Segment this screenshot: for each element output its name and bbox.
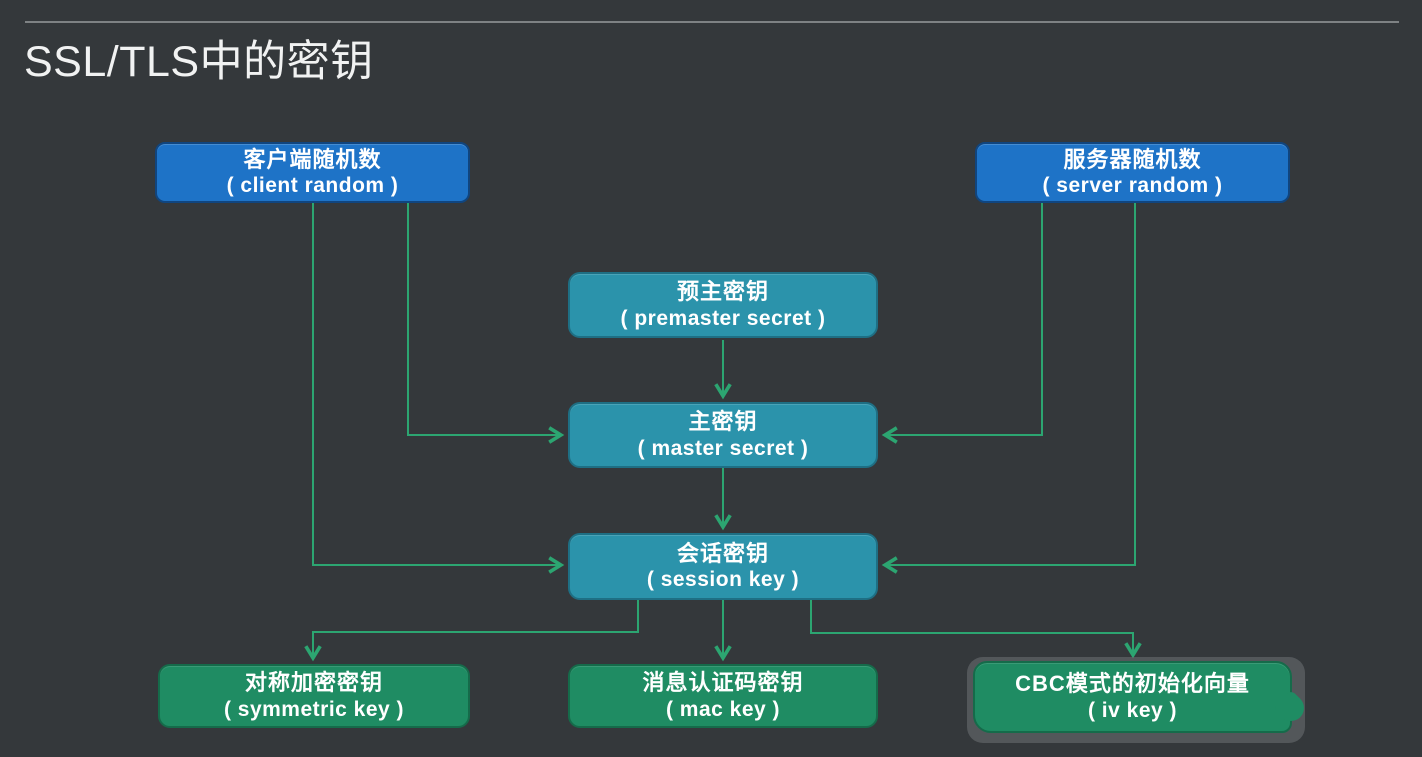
node-session-key-label-en: ( session key ) bbox=[646, 568, 800, 592]
node-premaster-secret: 预主密钥 ( premaster secret ) bbox=[568, 272, 878, 338]
node-master-secret-label-en: ( master secret ) bbox=[637, 436, 809, 460]
node-master-secret-label-zh: 主密钥 bbox=[688, 409, 758, 435]
connector-client-to-session bbox=[312, 203, 565, 574]
connector-session-to-symmetric bbox=[304, 600, 639, 662]
node-session-key: 会话密钥 ( session key ) bbox=[568, 533, 878, 600]
node-server-random: 服务器随机数 ( server random ) bbox=[975, 142, 1290, 203]
node-premaster-secret-label-en: ( premaster secret ) bbox=[620, 306, 826, 330]
node-iv-key-label-zh: CBC模式的初始化向量 bbox=[1015, 671, 1250, 697]
node-mac-key-label-en: ( mac key ) bbox=[665, 697, 781, 721]
node-client-random-label-en: ( client random ) bbox=[226, 174, 399, 198]
page-title: SSL/TLS中的密钥 bbox=[24, 38, 374, 86]
top-divider-line bbox=[25, 21, 1399, 23]
node-mac-key: 消息认证码密钥 ( mac key ) bbox=[568, 664, 878, 728]
node-server-random-label-zh: 服务器随机数 bbox=[1063, 146, 1202, 172]
connector-client-to-master bbox=[407, 203, 565, 444]
connector-session-to-iv bbox=[810, 600, 1142, 659]
node-mac-key-label-zh: 消息认证码密钥 bbox=[642, 670, 804, 696]
node-symmetric-key-label-en: ( symmetric key ) bbox=[223, 697, 405, 721]
node-symmetric-key: 对称加密密钥 ( symmetric key ) bbox=[158, 664, 470, 728]
connector-server-to-master bbox=[881, 203, 1043, 444]
node-server-random-label-en: ( server random ) bbox=[1042, 174, 1223, 198]
node-client-random: 客户端随机数 ( client random ) bbox=[155, 142, 470, 203]
connector-server-to-session bbox=[881, 203, 1136, 574]
node-master-secret: 主密钥 ( master secret ) bbox=[568, 402, 878, 468]
node-premaster-secret-label-zh: 预主密钥 bbox=[676, 279, 769, 305]
node-session-key-label-zh: 会话密钥 bbox=[676, 540, 769, 566]
node-symmetric-key-label-zh: 对称加密密钥 bbox=[244, 670, 383, 696]
node-iv-key: CBC模式的初始化向量 ( iv key ) bbox=[973, 661, 1310, 733]
node-iv-key-label-en: ( iv key ) bbox=[1087, 698, 1178, 722]
node-client-random-label-zh: 客户端随机数 bbox=[243, 146, 382, 172]
